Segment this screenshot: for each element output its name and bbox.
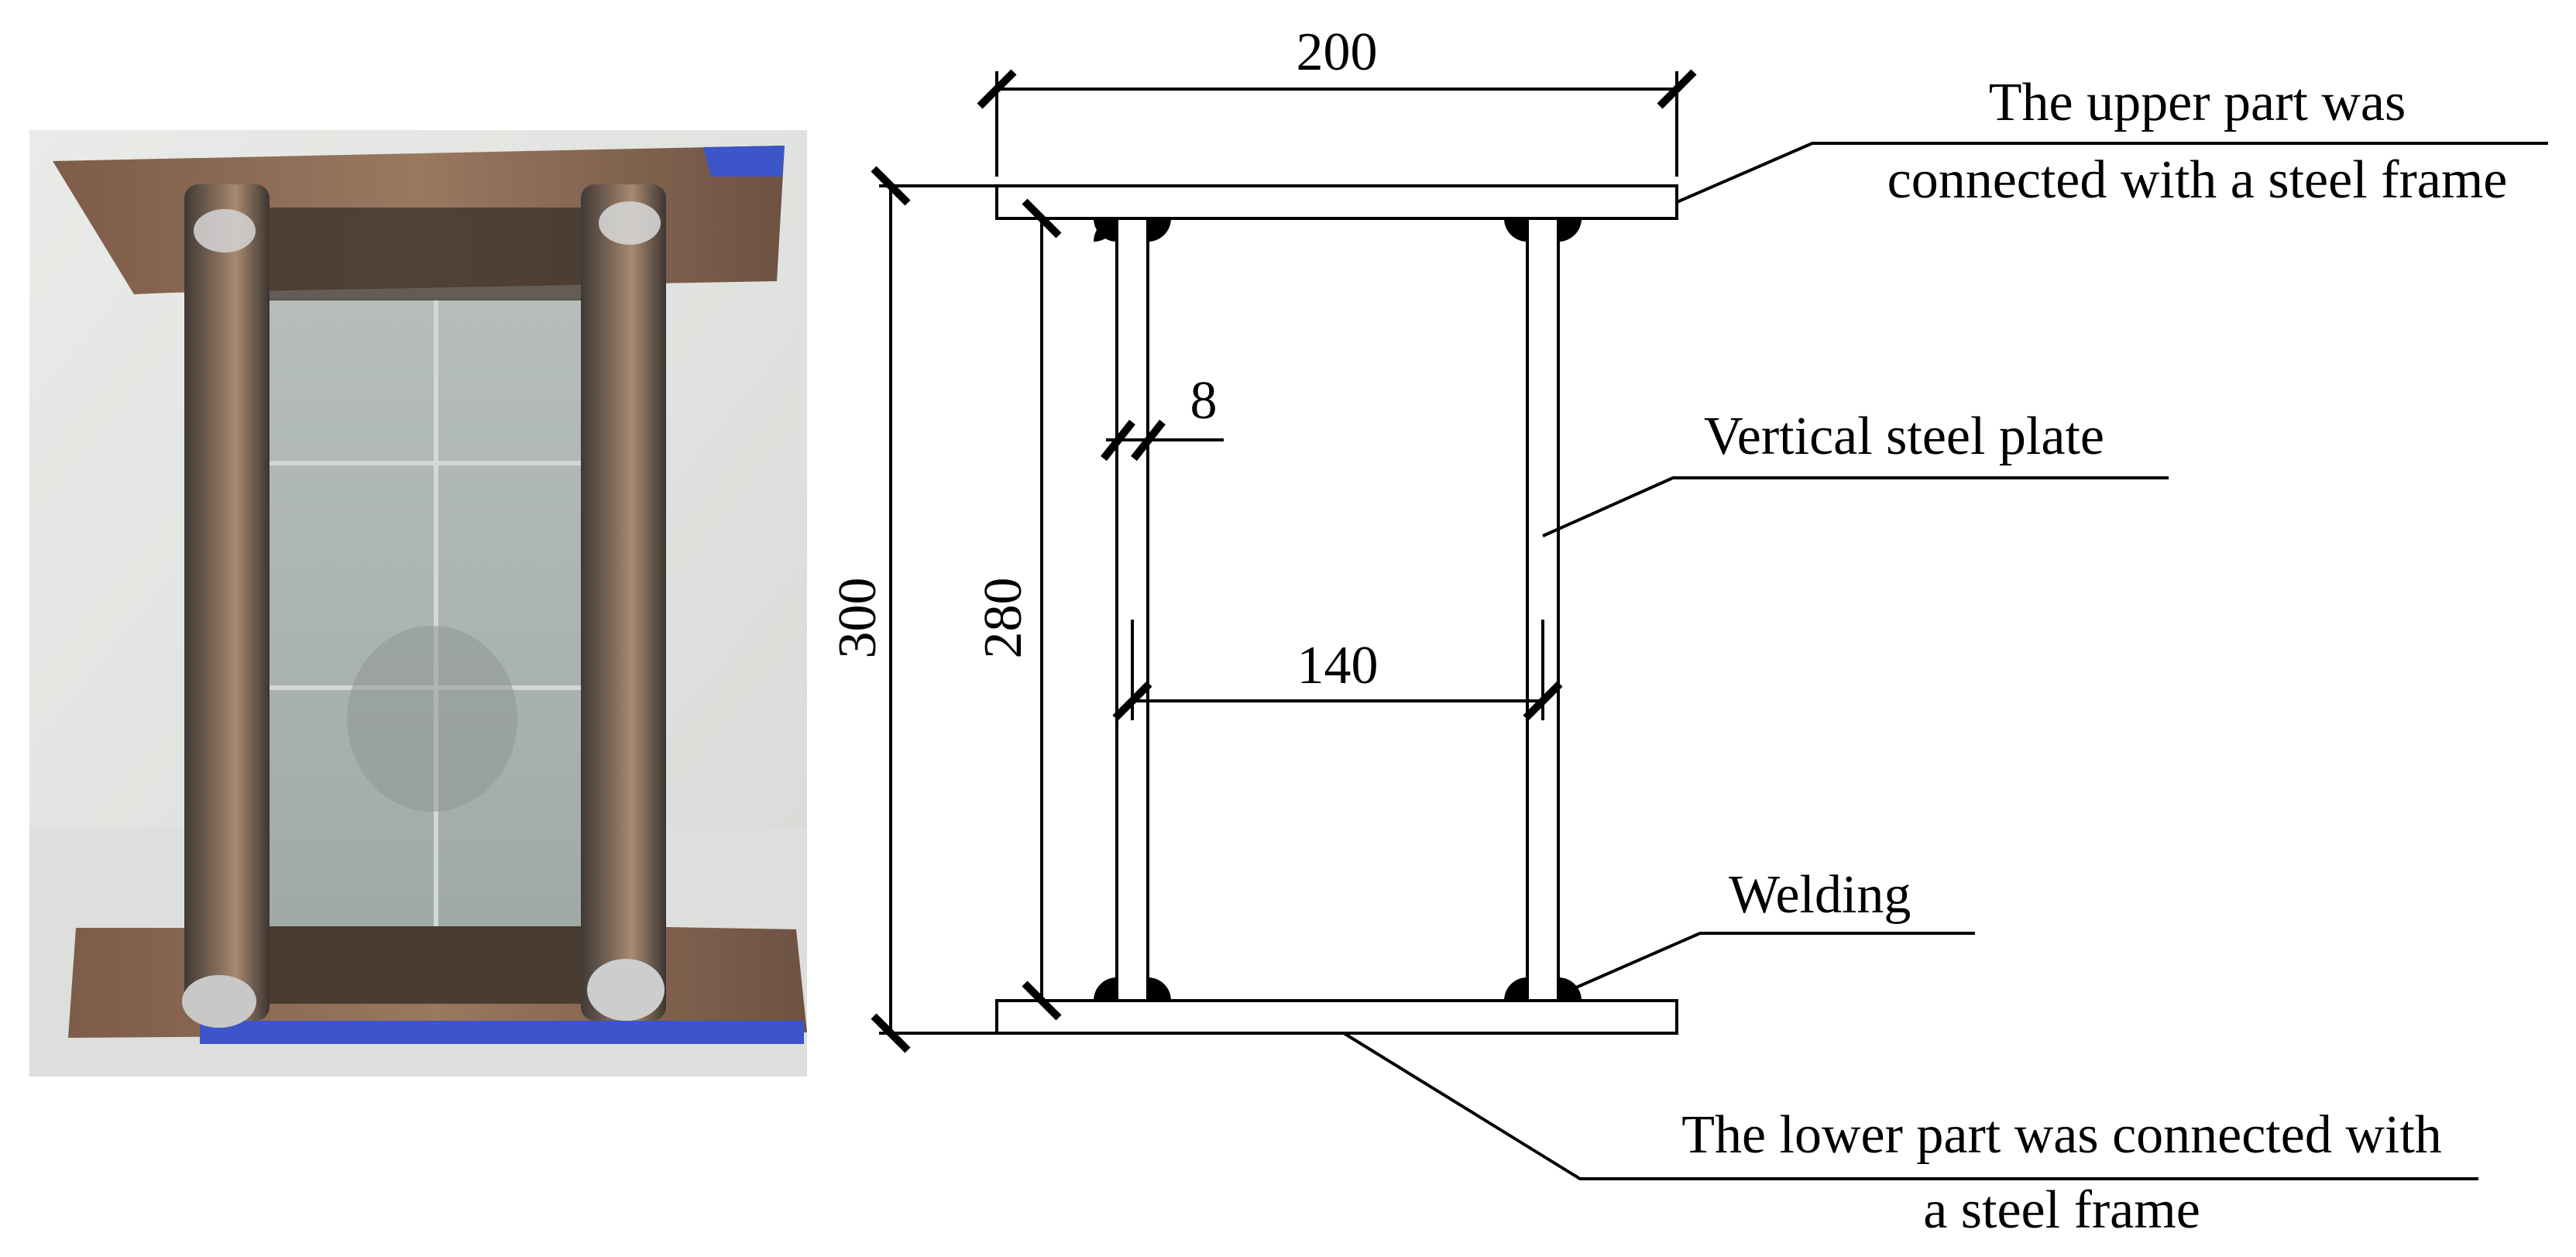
lower-flange-plate [995, 999, 1678, 1035]
weld-bead [194, 209, 256, 252]
dim-label-width: 200 [1297, 22, 1378, 82]
dim-tick [871, 1013, 911, 1053]
leader-upper-part [1676, 142, 2548, 204]
leader-welding [1575, 932, 1975, 989]
dim-label-inner-height: 280 [974, 578, 1033, 659]
label-lower-part-line2: a steel frame [1923, 1180, 2200, 1240]
label-lower-part-line1: The lower part was connected with [1681, 1105, 2442, 1165]
leader-lower-part [1342, 1032, 2478, 1180]
weld-bead [182, 975, 256, 1028]
vertical-plate-left [1115, 217, 1149, 1002]
weld-fillet [1094, 218, 1117, 242]
weld-bead [599, 201, 661, 245]
lower-plate-top [254, 926, 618, 1004]
label-upper-part-line2: connected with a steel frame [1887, 150, 2508, 210]
vertical-plate-left [184, 184, 270, 1021]
leader-vertical-plate [1542, 476, 2169, 537]
lower-plate-edge [200, 1021, 804, 1044]
dim-tick [1523, 681, 1563, 721]
dim-tick [1112, 681, 1152, 721]
dim-tick [1131, 419, 1166, 462]
weld-fillet [1504, 977, 1527, 1001]
dim-label-overall-height: 300 [828, 578, 888, 659]
weld-fillet [1558, 977, 1582, 1001]
reflection-shadow [347, 626, 517, 812]
dim-tick [1657, 69, 1697, 109]
vertical-plate-right [581, 184, 666, 1021]
dim-label-spacing: 140 [1297, 636, 1379, 695]
dim-tick [1022, 198, 1062, 239]
specimen-photo [29, 130, 807, 1077]
dim-tick [1101, 419, 1135, 462]
weld-bead [587, 959, 665, 1021]
weld-fillet [1148, 977, 1171, 1001]
weld-fillet [1558, 218, 1582, 242]
label-upper-part-line1: The upper part was [1989, 73, 2406, 132]
weld-fillet [1148, 218, 1171, 242]
weld-fillet [1504, 218, 1527, 242]
label-welding: Welding [1729, 865, 1911, 925]
dim-tick [871, 166, 911, 206]
dim-label-thickness: 8 [1190, 371, 1218, 431]
vertical-plate-right [1526, 217, 1560, 1002]
upper-plate-edge [703, 146, 785, 177]
label-vertical-steel-plate: Vertical steel plate [1704, 407, 2104, 466]
weld-fillet [1094, 977, 1117, 1001]
dim-tick [977, 69, 1017, 109]
upper-flange-plate [995, 184, 1678, 220]
dim-tick [1022, 981, 1062, 1021]
